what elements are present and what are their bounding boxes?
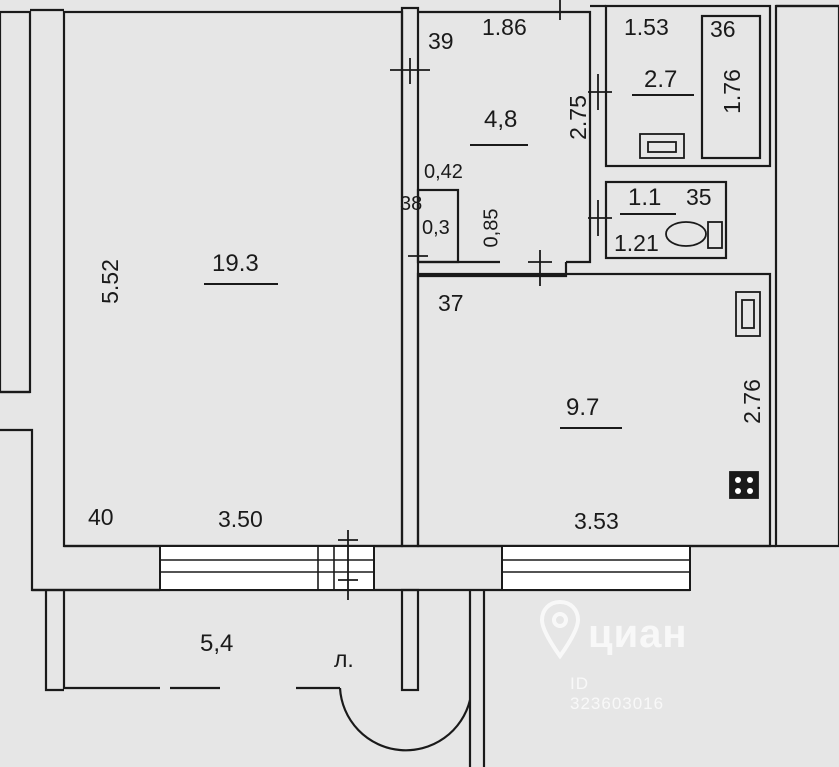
balcony-door [317, 546, 335, 590]
living-room-wall-mark: 40 [88, 504, 114, 530]
kitchen-door-mark [528, 250, 552, 286]
closet-width-dim: 0,3 [422, 217, 450, 239]
closet-top-dim: 0,42 [424, 161, 463, 183]
door-marks [338, 0, 612, 600]
corridor-area: 4,8 [484, 106, 518, 133]
loggia-left [62, 590, 160, 690]
toilet-outline [604, 180, 728, 260]
kitchen-window-frames [502, 559, 690, 573]
loggia-outer-left [44, 590, 64, 692]
corridor-top-mark: 39 [428, 28, 454, 54]
sink-icon [639, 133, 685, 159]
windows [159, 545, 691, 591]
loggia-abbr: л. [334, 646, 354, 672]
bathroom-area: 2.7 [644, 66, 678, 93]
bathroom-outline [604, 4, 772, 168]
bathtub-dim: 1.76 [718, 69, 745, 114]
kitchen-area: 9.7 [566, 394, 600, 421]
closet-depth-dim: 0,85 [480, 208, 503, 248]
toilet-mark: 35 [686, 184, 712, 210]
loggia-bay [338, 687, 472, 752]
watermark-id: ID 323603016 [570, 674, 665, 713]
living-room-window-frames [160, 559, 374, 573]
fixtures [639, 133, 761, 499]
location-pin-icon [540, 600, 580, 660]
closet-mark: 38 [400, 193, 423, 215]
toilet-area: 1.1 [628, 184, 662, 211]
living-room-area: 19.3 [212, 250, 259, 277]
closet-outline [416, 188, 460, 264]
loggia-partition [400, 588, 420, 692]
corridor-bottom-wall-inner [418, 262, 568, 278]
area-underlines [204, 94, 694, 429]
corridor-side-dim: 2.75 [564, 95, 591, 140]
kitchen-window [501, 545, 691, 591]
kitchen-mark: 37 [438, 290, 464, 316]
toilet-width-dim: 1.21 [614, 230, 659, 256]
corridor-outline [418, 10, 592, 264]
right-neighbour-wall [774, 4, 839, 548]
kitchen-sink-icon [735, 291, 761, 337]
kitchen-width-dim: 3.53 [574, 508, 619, 534]
loggia-area: 5,4 [200, 630, 234, 657]
living-room-window [159, 545, 375, 591]
living-room-height-dim: 5.52 [96, 259, 123, 304]
bathtub-outline [700, 14, 762, 160]
watermark-brand: циан [588, 612, 688, 656]
stove-icon [729, 471, 759, 499]
toilet-door-mark [588, 200, 612, 236]
living-room-door-mark [390, 58, 430, 84]
loggia-right-wall [468, 590, 486, 767]
bathroom-mark: 36 [710, 16, 736, 42]
corridor-top-dim: 1.86 [482, 14, 527, 40]
bathroom-door-mark [588, 74, 612, 110]
balcony-door-mark [338, 530, 358, 600]
living-room-width-dim: 3.50 [218, 506, 263, 532]
bathroom-width-dim: 1.53 [624, 14, 669, 40]
kitchen-height-dim: 2.76 [738, 379, 765, 424]
toilet-icon [665, 221, 723, 249]
